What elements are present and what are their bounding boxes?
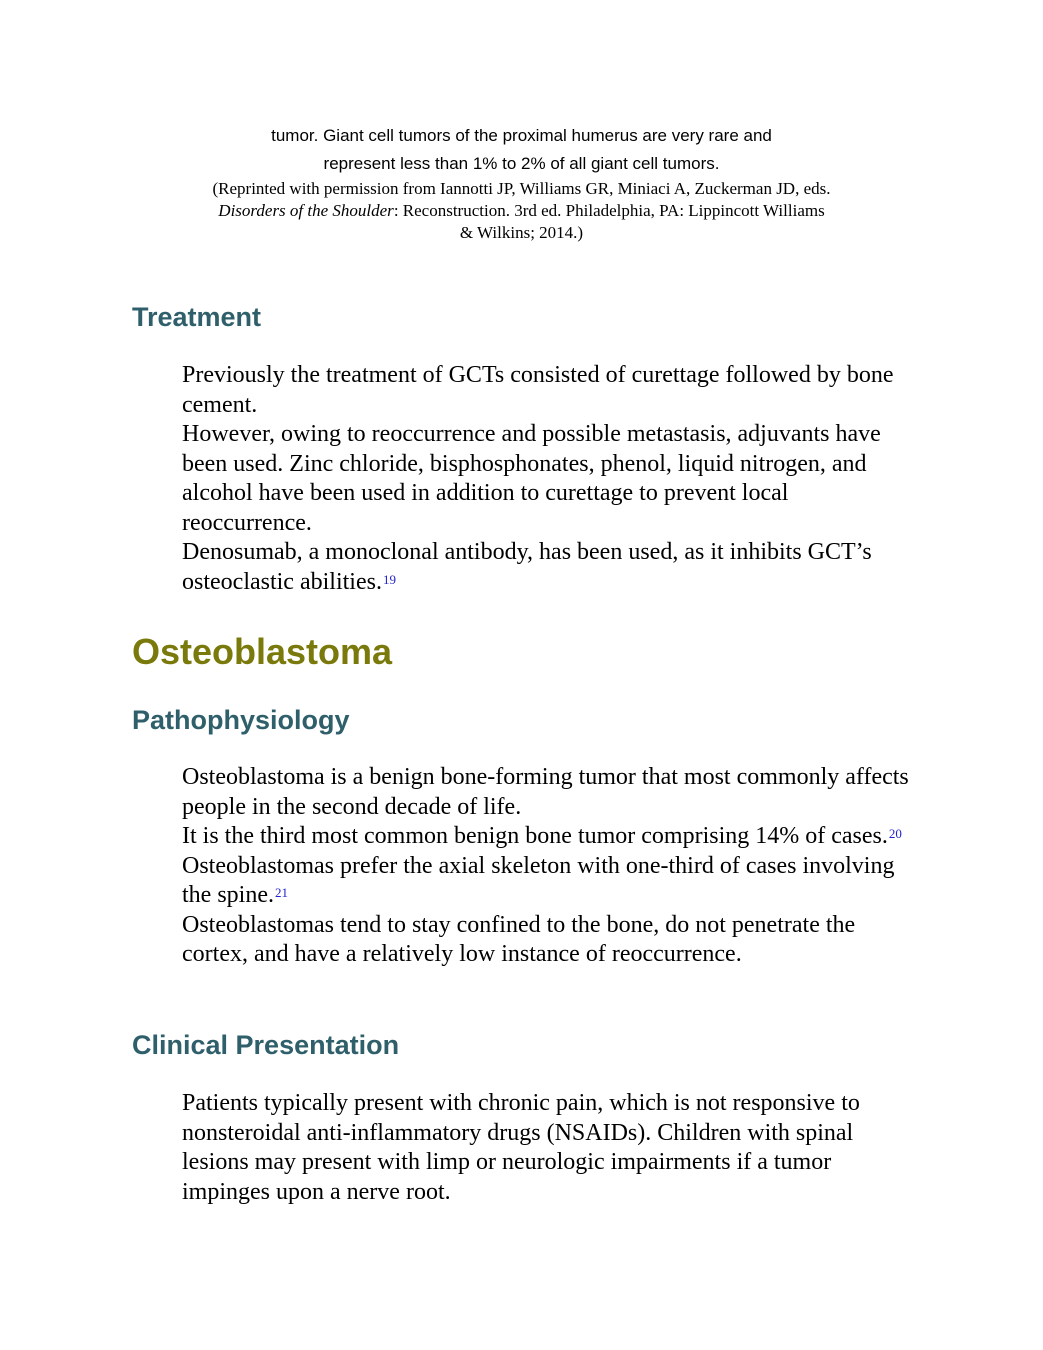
heading-pathophysiology: Pathophysiology [132, 705, 350, 735]
reference-link-19[interactable]: 19 [382, 571, 396, 587]
patho-paragraph-3: Osteoblastomas prefer the axial skeleton… [182, 852, 922, 911]
heading-osteoblastoma: Osteoblastoma [132, 631, 393, 672]
credit-text-start: (Reprinted with permission from Iannotti… [212, 179, 831, 198]
treatment-paragraph-1: Previously the treatment of GCTs consist… [182, 362, 894, 418]
pathophysiology-body: Osteoblastoma is a benign bone-forming t… [182, 763, 922, 970]
treatment-paragraph-3: Denosumab, a monoclonal antibody, has be… [182, 538, 922, 597]
patho-paragraph-4: Osteoblastomas tend to stay confined to … [182, 911, 856, 968]
treatment-paragraph-3-text: Denosumab, a monoclonal antibody, has be… [182, 539, 872, 595]
figure-caption: tumor. Giant cell tumors of the proximal… [120, 122, 923, 244]
clinical-presentation-body: Patients typically present with chronic … [182, 1089, 922, 1207]
credit-text-end: : Reconstruction. 3rd ed. Philadelphia, … [393, 201, 825, 242]
reference-link-20[interactable]: 20 [888, 826, 902, 841]
patho-paragraph-2: It is the third most common benign bone … [182, 822, 922, 852]
treatment-body: Previously the treatment of GCTs consist… [182, 361, 922, 597]
clinical-paragraph-1: Patients typically present with chronic … [182, 1090, 860, 1205]
patho-paragraph-1: Osteoblastoma is a benign bone-forming t… [182, 764, 909, 820]
patho-paragraph-3-text: Osteoblastomas prefer the axial skeleton… [182, 852, 895, 909]
caption-credit: (Reprinted with permission from Iannotti… [120, 178, 923, 244]
credit-book-title: Disorders of the Shoulder [218, 201, 394, 220]
reference-link-21[interactable]: 21 [274, 885, 288, 900]
caption-line-2: represent less than 1% to 2% of all gian… [323, 154, 720, 173]
heading-clinical-presentation: Clinical Presentation [132, 1030, 400, 1060]
treatment-paragraph-2: However, owing to reoccurrence and possi… [182, 421, 881, 536]
caption-line-1: tumor. Giant cell tumors of the proximal… [271, 126, 772, 145]
heading-treatment: Treatment [132, 302, 262, 332]
patho-paragraph-2-text: It is the third most common benign bone … [182, 823, 888, 849]
